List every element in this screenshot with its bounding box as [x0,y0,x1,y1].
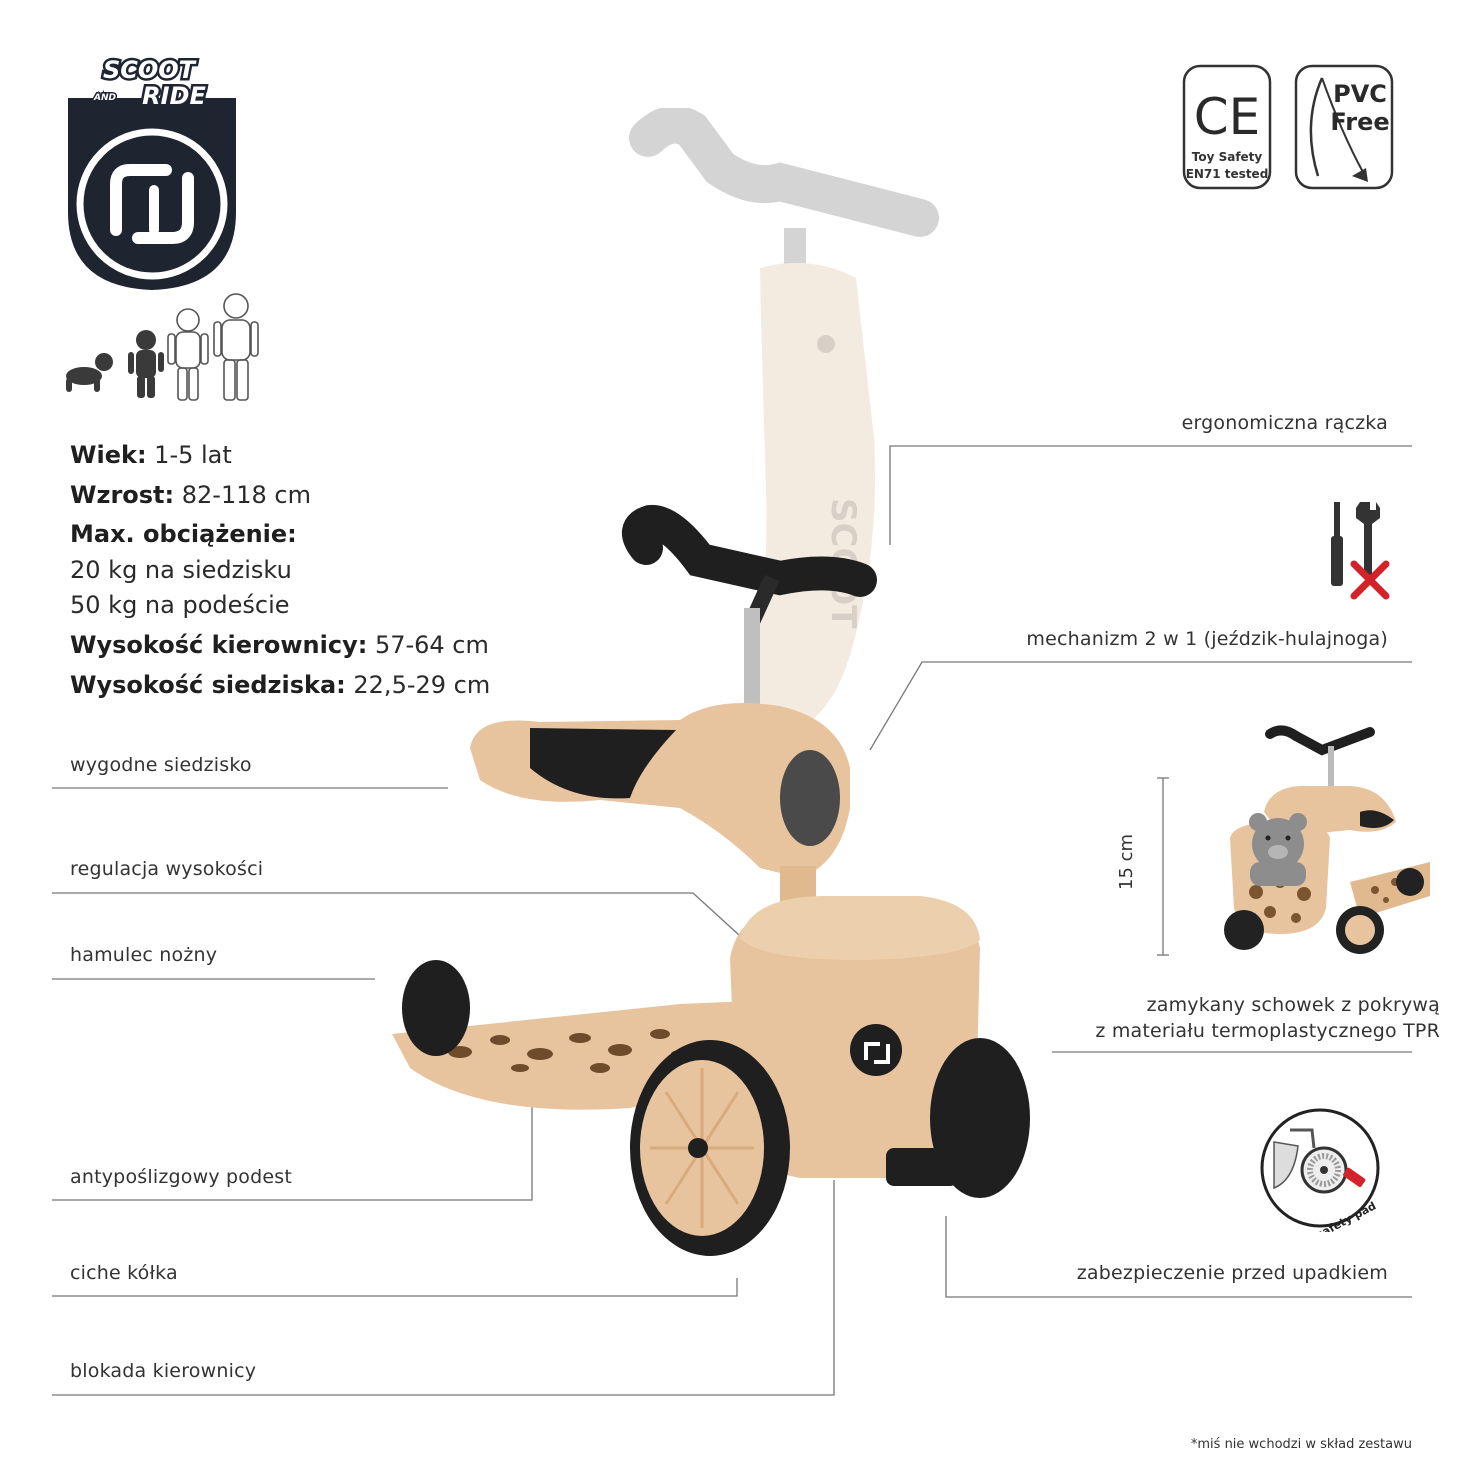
spec-handlebar-height: Wysokość kierownicy: 57-64 cm [70,631,489,659]
older-child-outline-icon [213,293,259,401]
pvc-free-badge: PVC Free [1294,64,1394,190]
pvc-line2: Free [1330,108,1389,136]
feature-fall-protection: zabezpieczenie przed upadkiem [1076,1262,1388,1284]
crawling-baby-icon [66,353,113,392]
toddler-icon [128,330,164,398]
spec-load-deck: 50 kg na podeście [70,591,290,619]
feature-2in1-mechanism: mechanizm 2 w 1 (jeździk-hulajnoga) [1026,628,1388,650]
spec-load-seat: 20 kg na siedzisku [70,556,292,584]
ce-line1: Toy Safety [1192,150,1263,164]
safety-pad-icon: safety pad [1254,1108,1390,1242]
ce-mark: CE [1194,88,1261,146]
storage-scooter-image [1200,712,1430,972]
feature-comfortable-seat: wygodne siedzisko [70,754,252,776]
footnote: *miś nie wchodzi w skład zestawu [1190,1437,1412,1452]
feature-storage-line2: z materiału termoplastycznego TPR [1095,1020,1440,1042]
age-silhouettes [62,290,262,405]
teddy-bear-icon [1252,818,1304,870]
ce-certification-badge: CE Toy Safety EN71 tested [1182,64,1272,190]
feature-anti-slip-deck: antypoślizgowy podest [70,1166,292,1188]
child-outline-icon [167,308,209,401]
feature-height-adjustment: regulacja wysokości [70,858,264,880]
feature-storage-line1: zamykany schowek z pokrywą [1146,994,1440,1016]
feature-steering-lock: blokada kierownicy [70,1360,257,1382]
logo-line1: SCOOT [103,56,197,84]
spec-seat-height: Wysokość siedziska: 22,5-29 cm [70,671,491,699]
logo-and: AND [93,93,116,103]
main-scooter-image: SCOOT [380,105,1060,1288]
spec-height: Wzrost: 82-118 cm [70,481,311,509]
pvc-line1: PVC [1333,80,1387,108]
spec-max-load: Max. obciążenie: [70,520,297,548]
ce-line2: EN71 tested [1186,167,1269,181]
feature-ergonomic-handle: ergonomiczna rączka [1181,412,1388,434]
spec-age: Wiek: 1-5 lat [70,441,232,469]
logo-line2: RIDE [142,82,206,110]
brand-logo: SCOOT AND RIDE [54,52,250,297]
feature-quiet-wheels: ciche kółka [70,1262,178,1284]
storage-dimension: 15 cm [1116,833,1137,890]
feature-foot-brake: hamulec nożny [70,944,218,966]
no-tools-icon [1324,498,1394,602]
